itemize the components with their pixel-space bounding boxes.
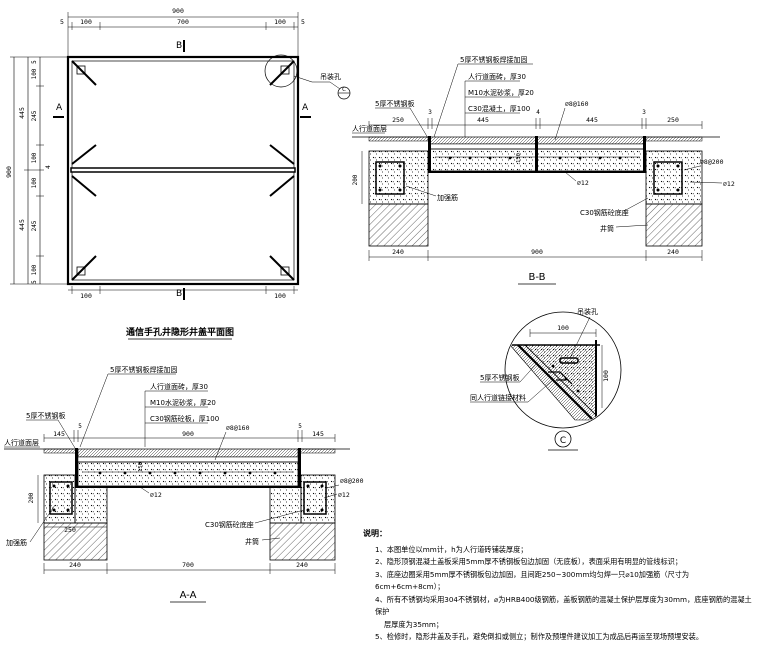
bb-label-sidewalk: 人行道面层 <box>352 124 387 133</box>
plan-dim-left-2: 100 <box>31 68 38 79</box>
note-item-5: 5、检修时，隐形井盖及手孔，避免倒扣或侧立；制作及预埋件建议加工为成品后再运至现… <box>375 632 704 641</box>
aa-rebar-top: ⌀8@160 <box>226 424 250 432</box>
note-item-3: 3、底座边圈采用5mm厚不锈钢板包边加固，且间距250~300mm均匀焊一只⌀1… <box>375 569 690 592</box>
aa-label-concrete: C30钢筋砼板，厚100 <box>150 414 219 423</box>
aa-label-stirrup: 加强筋 <box>6 538 27 547</box>
c-hoist-hole: 吊装孔 <box>577 307 598 316</box>
aa-label-wall: 井筒 <box>245 537 259 546</box>
bb-dim-150: 150 <box>516 153 522 163</box>
aa-rebar-right: ⌀8@200 <box>340 477 364 485</box>
bb-dim-bottom-3: 240 <box>667 248 679 256</box>
bb-rebar-top: ⌀8@160 <box>565 100 589 108</box>
plan-mark-b-top: B <box>176 41 182 51</box>
aa-label-steel-plate: 5厚不锈钢板 <box>26 411 65 420</box>
plan-dim-left-3: 245 <box>31 110 38 121</box>
plan-dim-left-11: 5 <box>31 280 38 284</box>
aa-title: A-A <box>180 590 197 601</box>
plan-dim-top-4: 100 <box>274 18 286 26</box>
aa-label-sidewalk: 人行道面层 <box>4 438 39 447</box>
plan-dim-bottom-2: 100 <box>274 292 286 300</box>
bb-label-base: C30钢筋砼底座 <box>580 208 629 217</box>
plan-dim-left-7: 100 <box>31 177 38 188</box>
plan-dim-top-2: 100 <box>80 18 92 26</box>
note-item-1: 1、本图单位以mm计，h为人行道砖铺装厚度； <box>375 544 528 554</box>
aa-dim-bottom-1: 240 <box>69 561 81 569</box>
aa-dim-bottom-3: 240 <box>296 561 308 569</box>
c-ref: C <box>560 436 566 446</box>
plan-dim-left-1: 5 <box>31 60 38 64</box>
aa-rebar-12b: ⌀12 <box>338 491 350 499</box>
plan-dim-top-3: 700 <box>177 18 189 26</box>
plan-dim-top-5: 5 <box>301 18 305 26</box>
bb-label-paving: 人行道面砖，厚30 <box>468 72 526 81</box>
aa-dim-top-3: 900 <box>182 430 194 438</box>
bb-label-mortar: M10水泥砂浆，厚20 <box>468 88 534 97</box>
aa-dim-top-5: 145 <box>312 430 324 438</box>
detail-c: 100 100 吊装孔 5厚不锈钢板 同人行道链接材料 C <box>470 307 622 451</box>
bb-dim-top-3: 445 <box>477 116 489 124</box>
plan-mark-b-bottom: B <box>176 289 182 299</box>
aa-dim-top-2: 5 <box>78 423 82 430</box>
plan-dim-left-9: 445 <box>18 219 26 231</box>
bb-dim-top-4: 4 <box>536 109 540 116</box>
bb-label-wall: 井筒 <box>600 224 614 233</box>
note-item-2: 2、隐形顶钢混凝土盖板采用5mm厚不锈钢板包边加固（无底板），表面采用有明显的管… <box>375 557 683 566</box>
bb-dim-top-7: 250 <box>667 116 679 124</box>
section-bb: 5厚不锈钢板焊接加固 人行道面砖，厚30 M10水泥砂浆，厚20 C30混凝土，… <box>352 55 735 285</box>
plan-dim-bottom-1: 100 <box>80 292 92 300</box>
plan-view: 900 5 100 700 100 5 900 5 100 245 445 10… <box>5 7 351 340</box>
bb-dim-top-1: 250 <box>392 116 404 124</box>
plan-dim-left-6: 4 <box>45 165 52 169</box>
plan-dim-left-4: 445 <box>18 107 26 119</box>
notes-title: 说明： <box>363 529 387 538</box>
aa-label-paving: 人行道面砖，厚30 <box>150 382 208 391</box>
notes-block: 说明： 1、本图单位以mm计，h为人行道砖铺装厚度； 2、隐形顶钢混凝土盖板采用… <box>363 528 758 644</box>
note-item-4-cont: 层厚度为35mm； <box>384 619 444 629</box>
bb-label-plate-weld: 5厚不锈钢板焊接加固 <box>460 55 527 64</box>
aa-dim-200: 200 <box>28 492 35 503</box>
bb-rebar-12b: ⌀12 <box>723 180 735 188</box>
plan-dim-left-5: 100 <box>31 152 38 163</box>
plan-dim-left-10: 100 <box>31 264 38 275</box>
section-aa: 5厚不锈钢板焊接加固 人行道面砖，厚30 M10水泥砂浆，厚20 C30钢筋砼板… <box>4 365 364 603</box>
aa-dim-top-4: 5 <box>298 423 302 430</box>
bb-label-stirrup: 加强筋 <box>437 193 458 202</box>
bb-label-steel-plate: 5厚不锈钢板 <box>375 99 414 108</box>
bb-dim-bottom-2: 900 <box>531 248 543 256</box>
bb-dim-bottom-1: 240 <box>392 248 404 256</box>
plan-title: 通信手孔井隐形井盖平面图 <box>126 326 234 338</box>
plan-hoist-hole-label: 吊装孔 <box>320 72 341 81</box>
bb-rebar-12a: ⌀12 <box>577 179 589 187</box>
plan-mark-a-left: A <box>56 103 63 113</box>
plan-dim-top-1: 5 <box>60 18 64 26</box>
bb-dim-top-5: 445 <box>586 116 598 124</box>
c-label-plate: 5厚不锈钢板 <box>480 373 519 382</box>
plan-overall-width: 900 <box>172 7 184 15</box>
c-dim-100a: 100 <box>557 324 569 332</box>
aa-dim-150: 150 <box>138 462 144 472</box>
bb-label-concrete: C30混凝土，厚100 <box>468 104 530 113</box>
bb-dim-top-6: 3 <box>642 109 646 116</box>
bb-title: B-B <box>529 272 546 283</box>
plan-dim-left-8: 245 <box>31 220 38 231</box>
aa-dim-bottom-2: 700 <box>182 561 194 569</box>
c-label-anchor: 同人行道链接材料 <box>470 393 526 402</box>
aa-dim-top-1: 145 <box>53 430 65 438</box>
aa-label-mortar: M10水泥砂浆，厚20 <box>150 398 216 407</box>
plan-mark-a-right: A <box>302 103 309 113</box>
plan-detail-ref: C <box>342 87 346 93</box>
plan-overall-height: 900 <box>5 166 13 178</box>
note-item-4: 4、所有不锈钢均采用304不锈钢材，⌀为HRB400级钢筋，盖板钢筋的混凝土保护… <box>375 594 752 617</box>
aa-label-plate-weld: 5厚不锈钢板焊接加固 <box>110 365 177 374</box>
bb-dim-200: 200 <box>352 174 359 185</box>
bb-rebar-right: ⌀8@200 <box>700 158 724 166</box>
bb-dim-top-2: 3 <box>428 109 432 116</box>
aa-label-base: C30钢筋砼底座 <box>205 520 254 529</box>
c-dim-100b: 100 <box>602 370 610 382</box>
aa-rebar-12a: ⌀12 <box>150 491 162 499</box>
